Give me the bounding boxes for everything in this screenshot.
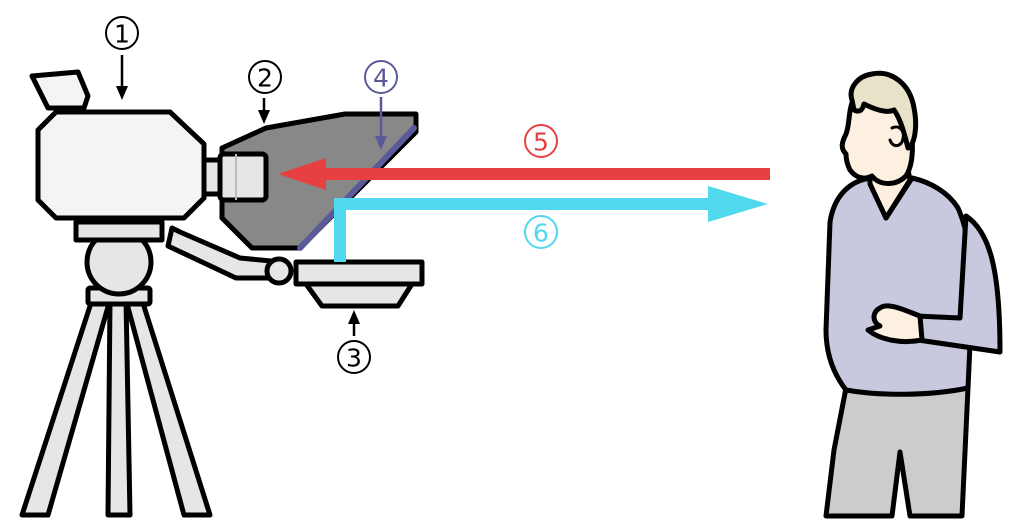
callout-3: 3: [337, 340, 371, 374]
callout-pointer-1: [116, 55, 128, 100]
callout-pointer-4: [375, 97, 387, 150]
presenter-arm: [913, 213, 1003, 355]
callout-1-label: 1: [114, 20, 130, 49]
presenter: [823, 70, 1003, 519]
callout-5: 5: [524, 124, 558, 158]
callout-pointer-3: [348, 310, 360, 336]
tripod-leg-center: [105, 297, 133, 518]
callout-pointer-2: [258, 98, 270, 124]
cyan-light-arrow: [334, 186, 768, 262]
callout-1: 1: [105, 16, 139, 50]
callout-4-label: 4: [373, 64, 389, 93]
camera: [29, 69, 269, 221]
camera-mount-plate: [73, 219, 165, 243]
arm-pivot-knob: [264, 256, 294, 286]
monitor-top: [293, 259, 425, 287]
beam-splitter-mirror: [297, 125, 417, 251]
tripod-leg-right: [123, 297, 213, 518]
presenter-trousers: [823, 385, 971, 519]
presenter-sweater: [823, 175, 975, 397]
presenter-hair: [848, 70, 919, 151]
presenter-hand: [865, 303, 925, 345]
prompter-monitor: [293, 259, 425, 309]
presenter-ear: [888, 125, 905, 148]
teleprompter-arm: [165, 225, 294, 286]
callout-4: 4: [364, 60, 398, 94]
camera-viewfinder: [29, 69, 91, 111]
tripod: [19, 219, 213, 518]
callout-2: 2: [248, 60, 282, 94]
callout-6: 6: [524, 215, 558, 249]
monitor-base: [303, 281, 415, 309]
camera-lens: [217, 151, 269, 203]
red-light-arrow: [278, 158, 770, 190]
callout-5-label: 5: [533, 128, 549, 157]
callout-6-label: 6: [533, 219, 549, 248]
tripod-leg-left: [19, 297, 113, 518]
callout-2-label: 2: [257, 64, 273, 93]
callout-3-label: 3: [346, 344, 362, 373]
camera-body: [35, 109, 207, 221]
